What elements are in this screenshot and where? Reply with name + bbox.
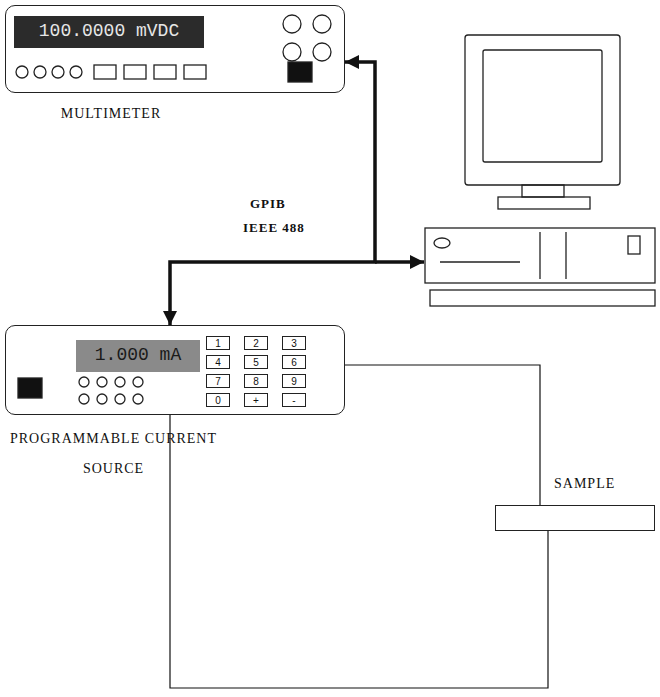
bus-label: GPIB [250,196,286,212]
keypad-key: 0 [206,393,230,407]
device-heading: PROGRAMMABLE CURRENT SOURCE [6,424,221,484]
gpib-bus [170,62,375,325]
computer-illustration [425,35,655,306]
keypad-key: 7 [206,374,230,388]
meter-display: 100.0000 mVDC [14,16,204,48]
sample-heading: SAMPLE [554,476,615,492]
keypad-key: - [282,393,306,407]
keypad-key: 9 [282,374,306,388]
keypad-key: + [244,393,268,407]
keypad-key: 6 [282,355,306,369]
device-heading: MULTIMETER [6,106,216,122]
keypad-key: 4 [206,355,230,369]
source-controls [18,377,143,404]
multimeter-box: 100.0000 mVDCMULTIMETER [5,5,345,93]
current-wire [345,365,540,505]
bus-label: IEEE 488 [243,220,305,236]
keypad-key: 3 [282,336,306,350]
sample-box: SAMPLE [495,505,655,531]
keypad-key: 1 [206,336,230,350]
keypad-key: 8 [244,374,268,388]
source-display: 1.000 mA [76,340,200,372]
current-wire [170,415,548,688]
keypad-key: 5 [244,355,268,369]
bus-to-computer [375,260,424,264]
keypad-key: 2 [244,336,268,350]
